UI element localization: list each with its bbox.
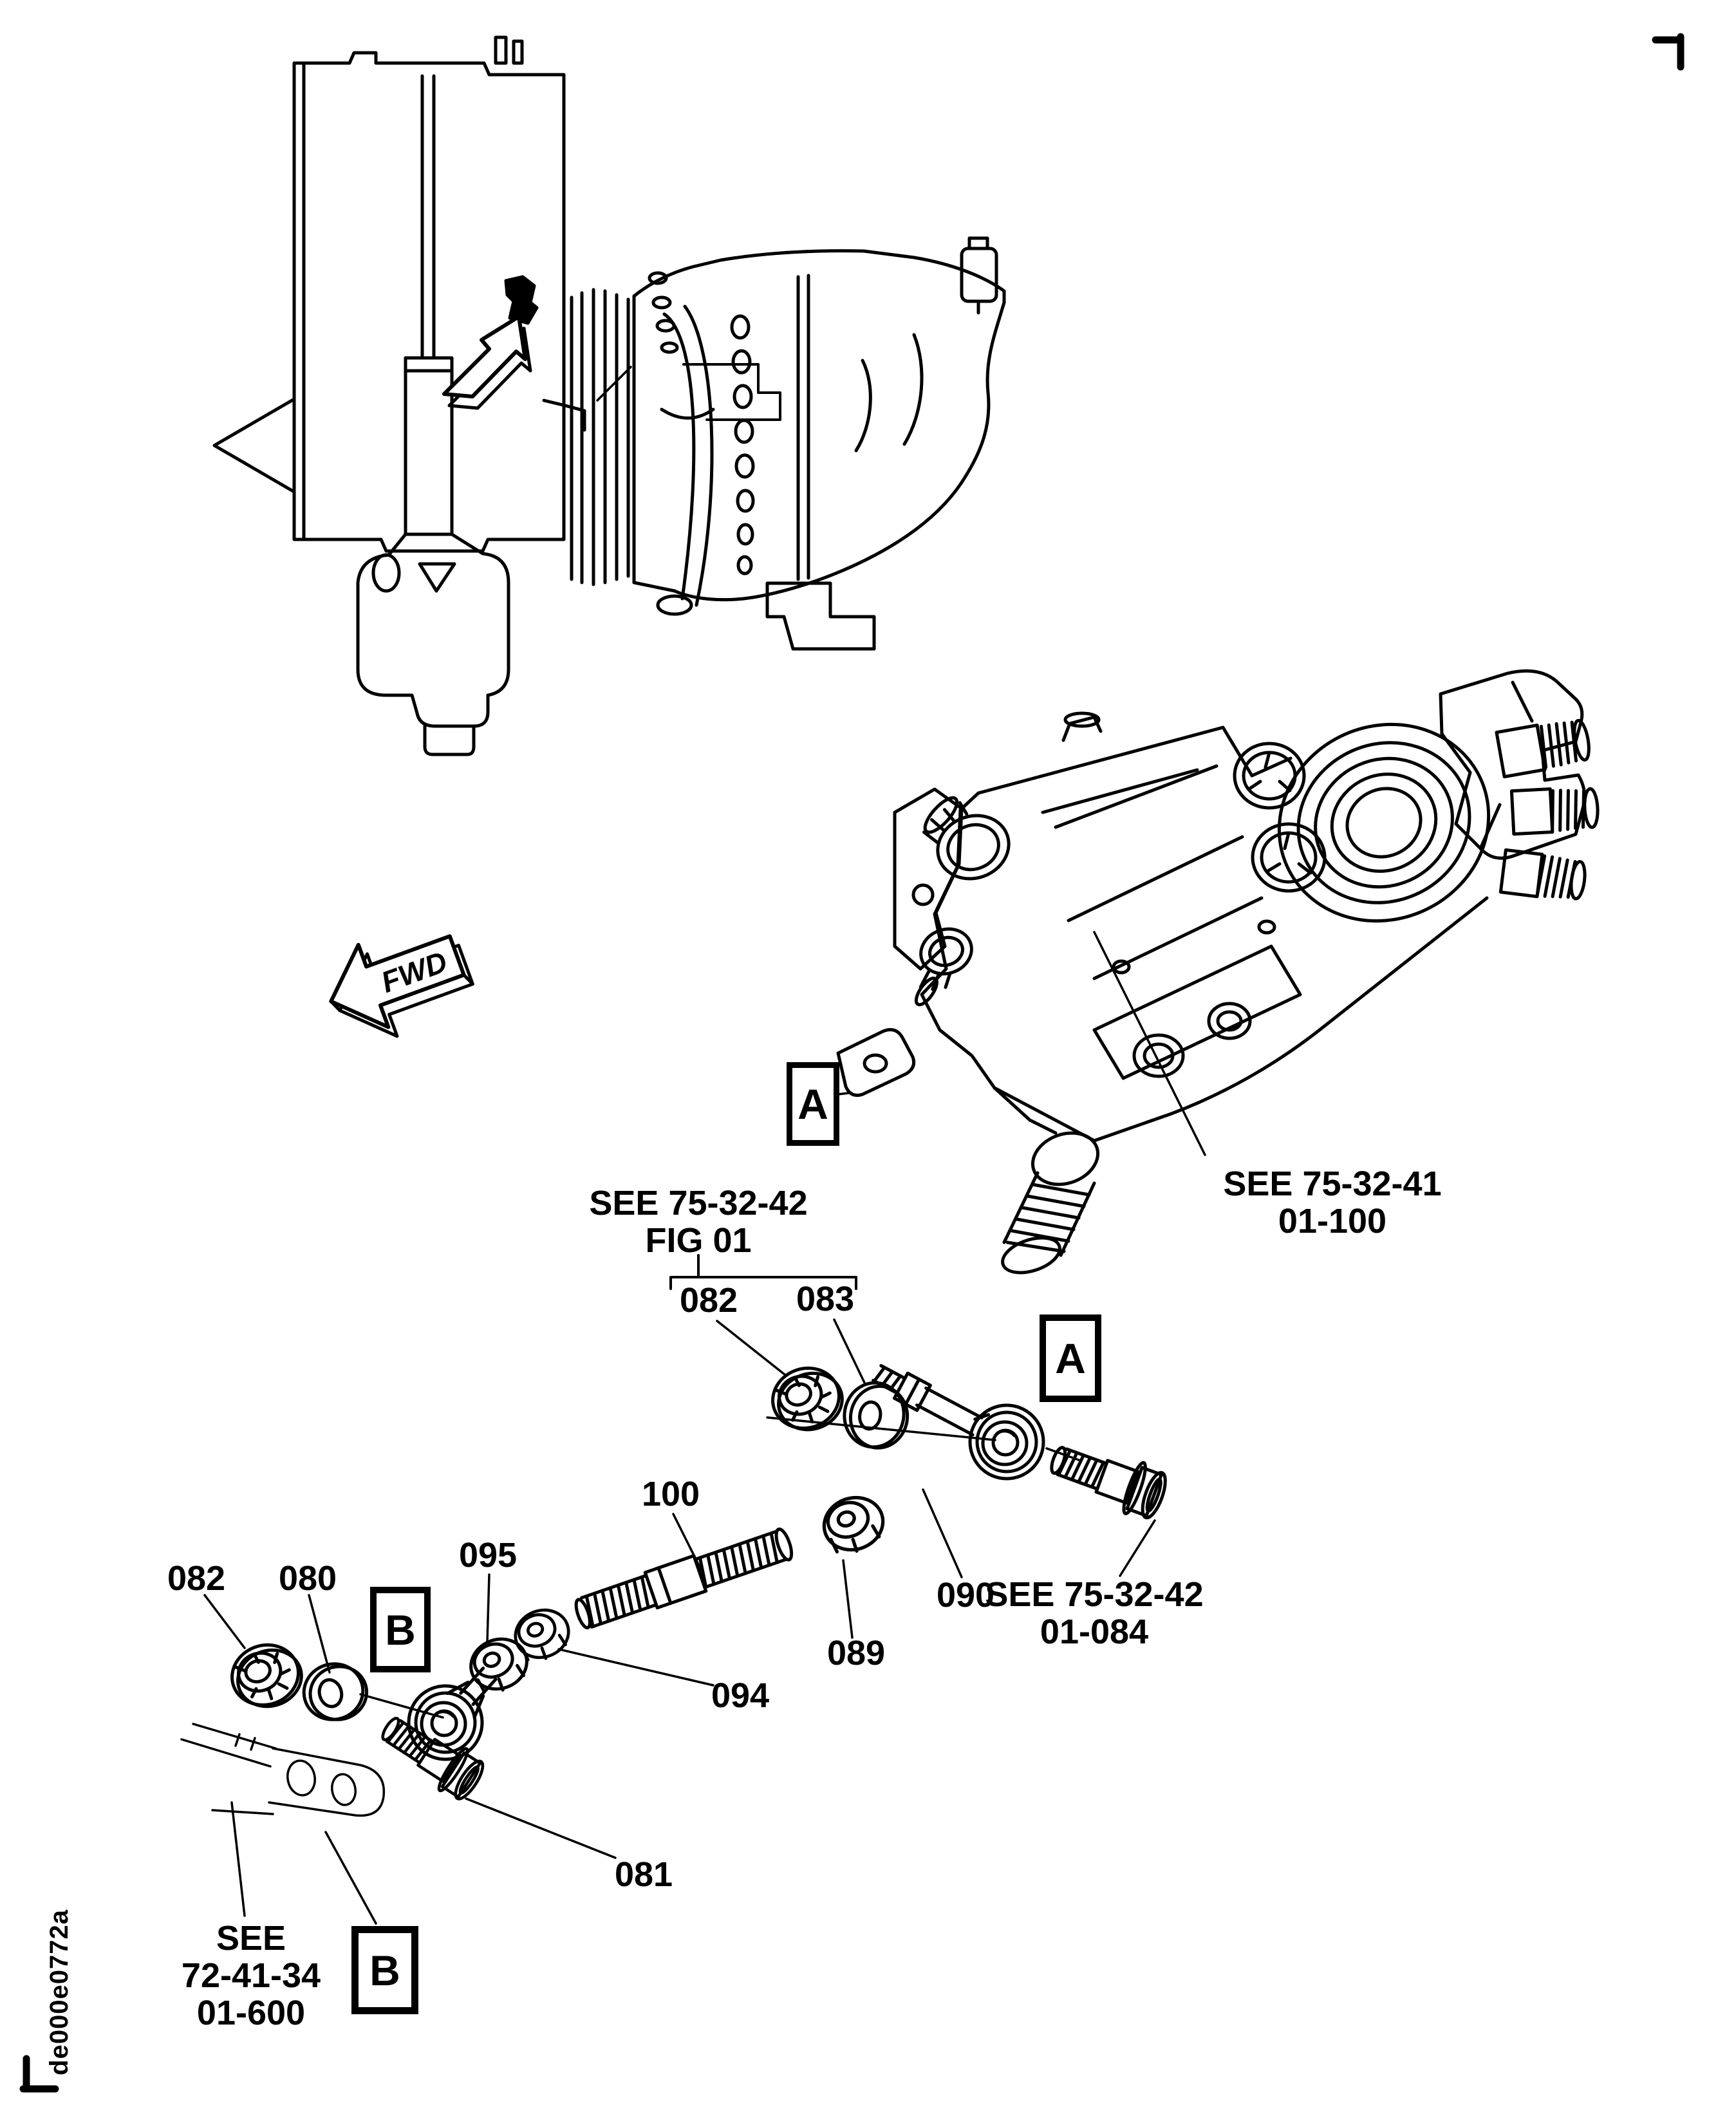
label-083-fig: 083 [796,1280,855,1318]
note-line: FIG 01 [645,1221,752,1260]
note-line: SEE 75-32-42 [985,1575,1204,1614]
detail-box-a-1: A [787,1062,839,1146]
part-rod-end-090 [872,1363,1043,1479]
part-washer-083 [843,1381,910,1450]
detail-letter: A [1055,1334,1086,1382]
part-rod-100 [574,1527,794,1630]
fig-01-bracket [669,1254,857,1290]
note-see-01-084: SEE 75-32-42 01-084 [959,1576,1229,1651]
corner-mark-top-right [1652,33,1685,71]
detail-letter: B [385,1605,416,1654]
figure-id: de000e0772a [45,1909,73,2075]
note-line: 01-600 [196,1994,306,2032]
part-nut-094 [509,1603,575,1666]
fwd-arrow-icon: FWD [329,934,474,1038]
label-100: 100 [641,1475,700,1513]
detail-box-a-2: A [1040,1314,1101,1402]
note-line: 72-41-34 [181,1956,321,1995]
label-090: 090 [936,1576,995,1614]
hmu-line-art [836,669,1600,1275]
detail-box-b-1: B [370,1587,431,1672]
part-nut-082-fig [765,1359,849,1439]
label-080: 080 [278,1559,337,1598]
engine-line-art [212,35,1006,756]
label-094: 094 [711,1676,770,1715]
location-arrow-icon [442,315,532,410]
part-washer-080 [297,1656,372,1727]
label-082-left: 082 [167,1559,226,1598]
note-line: SEE 75-32-41 [1223,1165,1442,1203]
label-089: 089 [826,1634,886,1672]
detail-box-b-2: B [351,1926,418,2014]
note-see-72-41-34: SEE 72-41-34 01-600 [116,1920,386,2032]
part-bolt-084 [1044,1433,1171,1523]
part-nut-089 [817,1490,890,1558]
note-see-fig-01: SEE 75-32-42 FIG 01 [563,1184,834,1259]
part-nut-082-left [224,1636,308,1716]
detail-letter: A [798,1080,828,1128]
corner-mark-bottom-left [19,2055,59,2093]
part-bracket-lug [180,1723,386,1817]
note-line: 01-100 [1278,1202,1387,1240]
label-095: 095 [458,1536,518,1575]
note-line: SEE [216,1919,286,1958]
label-081: 081 [614,1855,673,1894]
note-line: SEE 75-32-42 [589,1184,808,1222]
detail-letter: B [369,1946,400,1994]
label-082-fig: 082 [679,1281,738,1320]
note-see-75-32-41: SEE 75-32-41 01-100 [1197,1165,1468,1240]
leader-lines [203,931,1206,1925]
note-line: 01-084 [1040,1613,1149,1651]
